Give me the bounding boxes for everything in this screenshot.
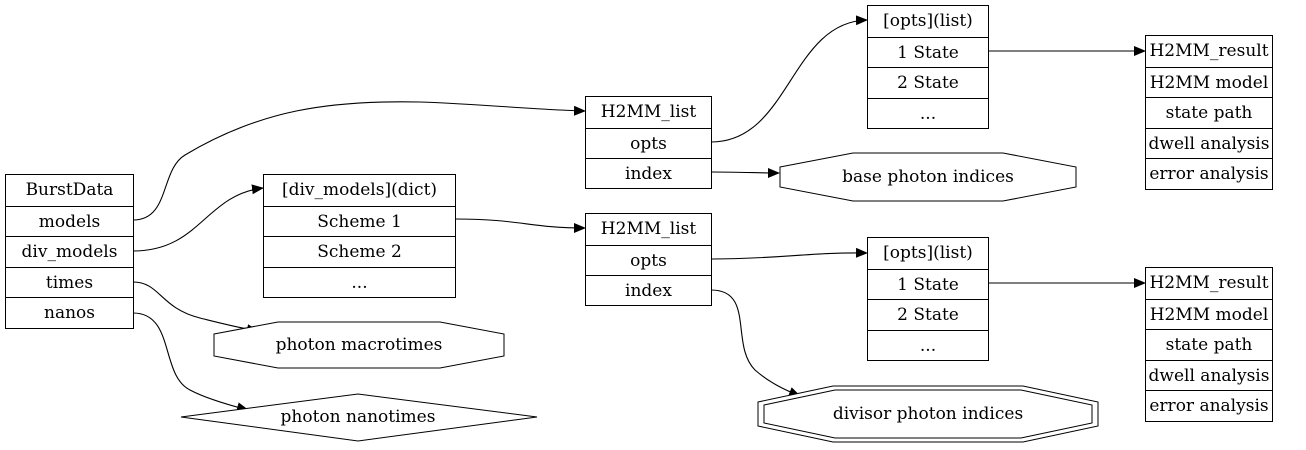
opts-list-bottom-1-state: 1 State bbox=[868, 268, 988, 300]
opts-list-bottom-ellipsis: ... bbox=[868, 329, 988, 361]
burstdata-field-nanos: nanos bbox=[6, 297, 133, 328]
h2mm-result-top-model: H2MM model bbox=[1146, 66, 1272, 98]
edge-nanos-to-nanotimes bbox=[132, 312, 249, 413]
photon-macrotimes-octagon bbox=[213, 321, 505, 369]
h2mm-result-bottom-header: H2MM_result bbox=[1149, 273, 1269, 293]
opts-list-top-header: [opts](list) bbox=[883, 11, 973, 31]
burstdata-header: BurstData bbox=[25, 180, 114, 200]
edge-index-top-to-base-photon bbox=[710, 167, 780, 178]
opts-list-bottom-header: [opts](list) bbox=[883, 243, 973, 263]
edge-models-to-h2mm-list-top bbox=[132, 101, 586, 221]
h2mm-result-bottom-dwell-analysis: dwell analysis bbox=[1146, 359, 1272, 391]
h2mm-result-bottom-model: H2MM model bbox=[1146, 298, 1272, 330]
divisor-photon-indices-outer-octagon bbox=[757, 385, 1099, 443]
divisor-photon-indices-label: divisor photon indices bbox=[832, 404, 1024, 424]
edge-div-models-to-dict bbox=[132, 184, 264, 252]
base-photon-indices-octagon bbox=[779, 152, 1077, 202]
edge-index-bottom-to-divisor-photon bbox=[710, 289, 801, 397]
burstdata-field-times: times bbox=[6, 266, 133, 298]
burstdata-field-div-models: div_models bbox=[6, 236, 133, 267]
div-models-dict-header: [div_models](dict) bbox=[281, 180, 438, 200]
h2mm-list-top-header: H2MM_list bbox=[600, 102, 697, 122]
h2mm-list-top-index: index bbox=[586, 158, 711, 189]
h2mm-result-bottom-error-analysis: error analysis bbox=[1146, 390, 1272, 421]
photon-macrotimes-label: photon macrotimes bbox=[275, 335, 443, 355]
h2mm-list-top-opts: opts bbox=[586, 127, 711, 159]
edge-scheme1-to-h2mm-list-bottom bbox=[454, 218, 586, 233]
edge-times-to-macrotimes bbox=[132, 281, 259, 335]
h2mm-result-bottom-state-path: state path bbox=[1146, 329, 1272, 360]
edge-opts-top-to-opts-list bbox=[710, 15, 868, 143]
opts-list-top-ellipsis: ... bbox=[868, 97, 988, 129]
opts-list-top-1-state: 1 State bbox=[868, 36, 988, 68]
div-models-scheme-2: Scheme 2 bbox=[264, 236, 455, 267]
h2mm-list-top-record: H2MM_list opts index bbox=[585, 96, 712, 189]
opts-list-top-record: [opts](list) 1 State 2 State ... bbox=[867, 5, 989, 129]
h2mm-list-bottom-opts: opts bbox=[586, 244, 711, 276]
h2mm-result-top-error-analysis: error analysis bbox=[1146, 158, 1272, 189]
h2mm-result-bottom-record: H2MM_result H2MM model state path dwell … bbox=[1145, 267, 1273, 422]
burstdata-record: BurstData models div_models times nanos bbox=[5, 174, 134, 329]
h2mm-list-bottom-index: index bbox=[586, 275, 711, 306]
opts-list-bottom-record: [opts](list) 1 State 2 State ... bbox=[867, 237, 989, 361]
h2mm-result-top-header: H2MM_result bbox=[1149, 41, 1269, 61]
opts-list-top-2-state: 2 State bbox=[868, 67, 988, 98]
photon-nanotimes-diamond bbox=[180, 393, 538, 442]
photon-nanotimes-label: photon nanotimes bbox=[280, 407, 436, 427]
h2mm-result-top-state-path: state path bbox=[1146, 97, 1272, 128]
base-photon-indices-label: base photon indices bbox=[842, 167, 1014, 187]
div-models-scheme-1: Scheme 1 bbox=[264, 205, 455, 237]
opts-list-bottom-2-state: 2 State bbox=[868, 299, 988, 330]
divisor-photon-indices-inner-octagon bbox=[763, 389, 1093, 439]
burstdata-field-models: models bbox=[6, 205, 133, 237]
div-models-ellipsis: ... bbox=[264, 266, 455, 298]
h2mm-result-top-record: H2MM_result H2MM model state path dwell … bbox=[1145, 35, 1273, 190]
h2mm-result-top-dwell-analysis: dwell analysis bbox=[1146, 127, 1272, 159]
h2mm-list-bottom-record: H2MM_list opts index bbox=[585, 213, 712, 306]
div-models-dict-record: [div_models](dict) Scheme 1 Scheme 2 ... bbox=[263, 174, 456, 298]
h2mm-list-bottom-header: H2MM_list bbox=[600, 219, 697, 239]
edge-opts-bottom-to-opts-list bbox=[710, 247, 868, 260]
